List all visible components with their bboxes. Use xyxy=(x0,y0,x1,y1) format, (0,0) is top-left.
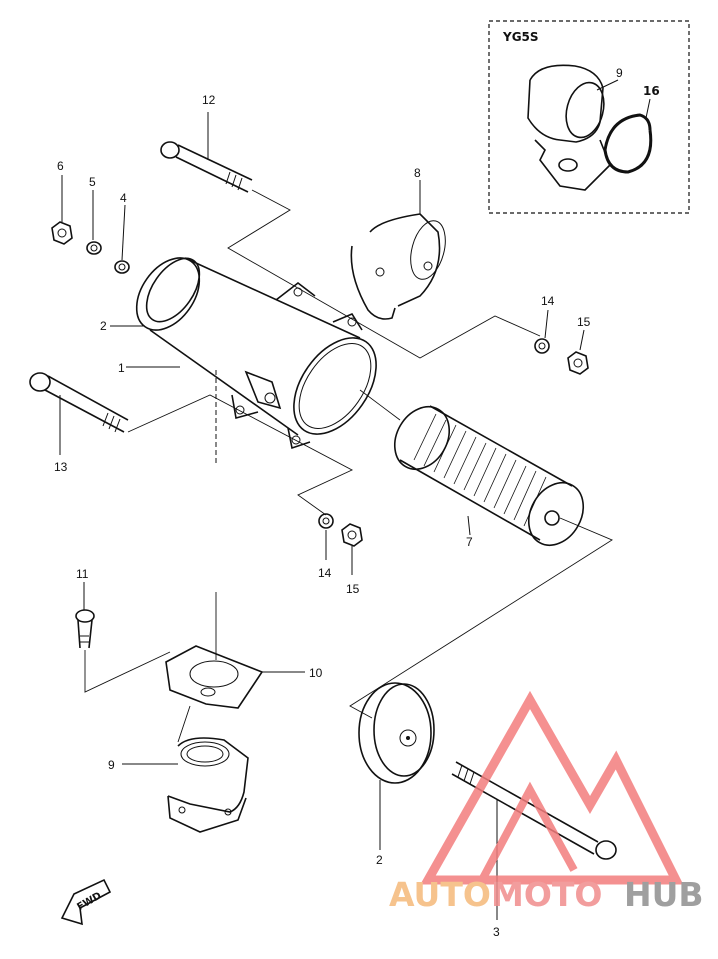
filter-element-7 xyxy=(393,405,585,546)
watermark-logo: AUTO MOTO HUB xyxy=(389,690,704,914)
bolt-13 xyxy=(29,372,129,455)
watermark-hub: HUB xyxy=(624,875,704,914)
callout-14-lower: 14 xyxy=(318,566,332,580)
callout-2-upper: 2 xyxy=(100,319,107,333)
callout-15-upper: 15 xyxy=(577,315,591,329)
callout-10: 10 xyxy=(309,666,323,680)
inset-label-16: 16 xyxy=(643,84,660,98)
heat-shield-8 xyxy=(350,180,446,320)
fwd-label: FWD xyxy=(75,890,103,913)
callout-1: 1 xyxy=(118,361,125,375)
inset-label-9: 9 xyxy=(616,66,623,80)
exhaust-flange-9 xyxy=(122,737,249,833)
fasteners-14-15-upper xyxy=(534,309,589,375)
callout-2-lower: 2 xyxy=(376,853,383,867)
assembly-guides xyxy=(84,189,613,743)
fasteners-4-5-6 xyxy=(51,175,130,274)
inset-title: YG5S xyxy=(502,30,539,44)
callout-6: 6 xyxy=(57,159,64,173)
callout-5: 5 xyxy=(89,175,96,189)
callout-12: 12 xyxy=(202,93,216,107)
muffler-body xyxy=(135,257,377,464)
fasteners-14-15-lower xyxy=(318,513,363,575)
callout-4: 4 xyxy=(120,191,127,205)
watermark-auto: AUTO xyxy=(389,875,491,914)
yg5s-inset: YG5S 9 16 xyxy=(488,20,690,214)
callout-7: 7 xyxy=(466,535,473,549)
fwd-arrow: FWD xyxy=(60,878,112,926)
callout-14-upper: 14 xyxy=(541,294,555,308)
callout-labels: 1 2 2 3 4 5 6 7 8 9 10 11 12 13 14 14 15… xyxy=(54,93,591,939)
bolt-12 xyxy=(160,112,253,193)
callout-9: 9 xyxy=(108,758,115,772)
callout-11: 11 xyxy=(76,567,89,581)
bolt-11 xyxy=(75,582,95,649)
callout-3: 3 xyxy=(493,925,500,939)
callout-15-lower: 15 xyxy=(346,582,360,596)
watermark-moto: MOTO xyxy=(491,875,602,914)
callout-13: 13 xyxy=(54,460,68,474)
callout-8: 8 xyxy=(414,166,421,180)
end-cap-2 xyxy=(358,682,435,850)
gasket-10 xyxy=(165,645,305,709)
